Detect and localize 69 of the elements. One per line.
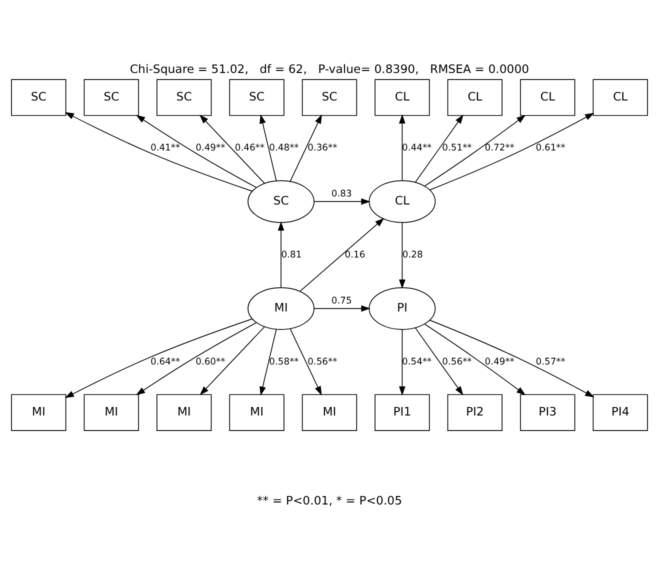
arrow	[398, 328, 406, 396]
edge-label: 0.49**	[484, 356, 514, 367]
edge-label: 0.60**	[196, 356, 226, 367]
node-box: SC	[156, 78, 212, 116]
node-box: SC	[84, 78, 139, 116]
node-box: SC	[11, 78, 66, 116]
node-box: PI1	[374, 394, 430, 430]
arrow	[64, 112, 253, 192]
arrow	[424, 323, 526, 395]
arrow	[199, 114, 265, 184]
arrow	[260, 114, 277, 181]
node-box: PI3	[520, 394, 576, 430]
node-ellipse: CL	[368, 180, 436, 222]
edge-label: 0.44**	[402, 142, 432, 153]
arrow	[429, 112, 594, 190]
edge-label: 0.41**	[150, 142, 180, 153]
arrow	[314, 304, 370, 312]
arrow	[290, 328, 322, 395]
edge-label: 0.75	[331, 294, 352, 306]
edge-label: 0.83	[331, 188, 352, 199]
edge-label: 0.48**	[269, 142, 299, 153]
edge-label: 0.46**	[234, 142, 265, 153]
edge-label: 0.61**	[536, 142, 566, 153]
edge-label: 0.36**	[308, 142, 338, 153]
node-ellipse: SC	[248, 180, 314, 222]
node-box: PI2	[447, 394, 502, 430]
edge-label: 0.56**	[442, 356, 472, 367]
node-ellipse: PI	[368, 286, 436, 330]
arrow	[136, 322, 257, 395]
node-box: SC	[302, 78, 358, 116]
edge-label: 0.28	[402, 248, 423, 260]
arrow	[278, 220, 284, 288]
node-box: MI	[229, 394, 284, 430]
edge-label: 0.16	[344, 248, 366, 260]
arrow	[398, 222, 406, 288]
arrow	[414, 114, 464, 182]
edge-label: 0.81	[281, 248, 302, 260]
node-box: MI	[84, 394, 139, 430]
arrow	[414, 327, 464, 395]
node-box: MI	[156, 394, 212, 430]
edge-label: 0.64**	[150, 356, 180, 367]
arrow	[429, 319, 594, 397]
node-ellipse: MI	[248, 286, 314, 330]
node-box: CL	[374, 78, 430, 116]
arrow	[200, 326, 265, 395]
edge-label: 0.72**	[484, 142, 514, 153]
caption: ** = P<0.01, * = P<0.05	[256, 493, 402, 508]
arrow	[299, 218, 384, 292]
arrow	[260, 328, 277, 396]
edge-label: 0.56**	[308, 356, 338, 367]
node-box: MI	[302, 394, 358, 430]
arrow	[64, 318, 253, 398]
node-box: SC	[229, 78, 284, 116]
node-box: CL	[447, 78, 502, 116]
arrow	[398, 114, 406, 180]
edge-label: 0.49**	[196, 142, 226, 153]
arrow	[314, 198, 370, 204]
diagram-title: Chi-Square = 51.02, df = 62, P-value= 0.8390, RMSEA = 0.0000	[130, 62, 530, 76]
node-box: MI	[11, 394, 66, 430]
edge-label: 0.58**	[269, 356, 299, 367]
node-box: PI4	[592, 394, 648, 430]
node-box: CL	[520, 78, 576, 116]
edge-label: 0.57**	[536, 356, 566, 367]
edge-label: 0.51**	[442, 142, 472, 153]
edge-label: 0.54**	[402, 356, 432, 367]
arrow	[136, 114, 257, 188]
node-box: CL	[592, 78, 648, 116]
arrow	[424, 114, 526, 186]
arrow	[290, 114, 322, 182]
